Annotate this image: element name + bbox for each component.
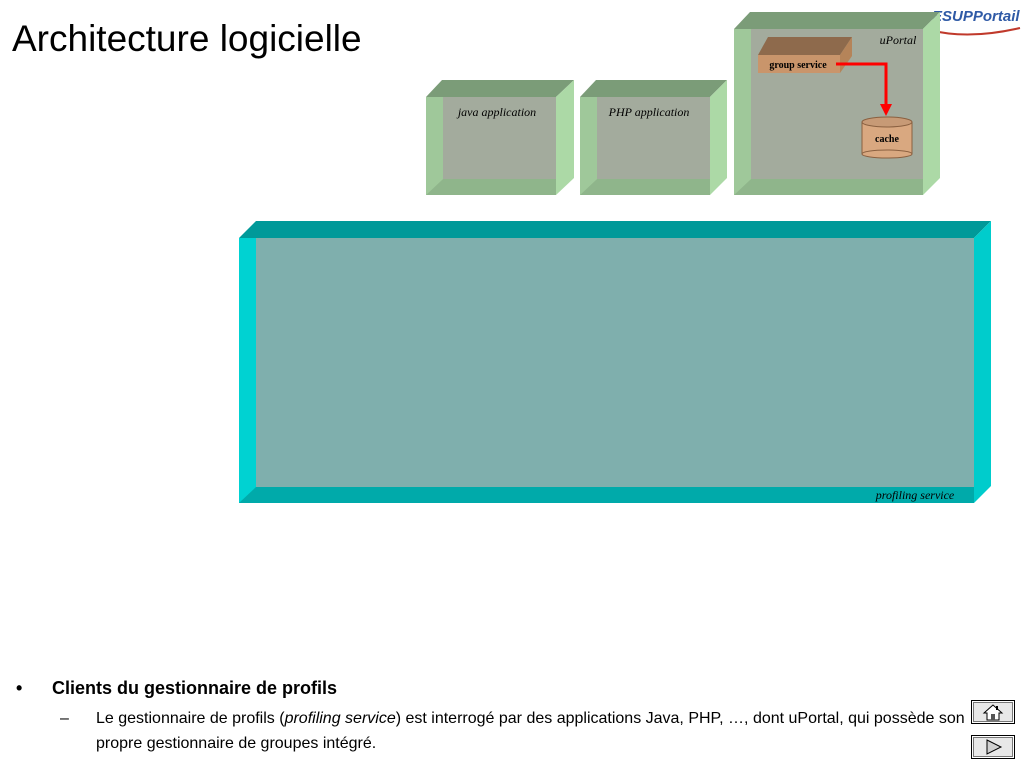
php-application-label: PHP application [608, 105, 690, 119]
home-button[interactable] [971, 700, 1015, 724]
home-button-face [973, 702, 1013, 722]
bullet-heading-text: Clients du gestionnaire de profils [52, 678, 338, 698]
slide-title: Architecture logicielle [12, 18, 362, 59]
play-next-icon [986, 739, 1003, 755]
next-slide-button[interactable] [971, 735, 1015, 759]
home-icon [982, 704, 1004, 721]
logo-text: ESUPPortail [932, 8, 1020, 25]
bullet-list: • Clients du gestionnaire de profils – L… [16, 676, 966, 756]
profiling-service-label: profiling service [875, 488, 955, 502]
sub-text-before: Le gestionnaire de profils ( [96, 710, 285, 727]
group-service-block: group service [758, 37, 852, 73]
profiling-service-box: profiling service [239, 221, 991, 503]
sub-text-after: ) est interrogé par des applications Jav… [96, 710, 965, 752]
java-application-box: java application [426, 80, 574, 195]
cache-label: cache [875, 134, 899, 145]
group-service-label: group service [769, 60, 827, 71]
java-application-label: java application [456, 105, 536, 119]
next-button-face [973, 737, 1013, 757]
group-to-cache-arrow [836, 62, 892, 116]
cache-cylinder: cache [861, 116, 913, 159]
logo-portail: Portail [972, 8, 1020, 25]
sub-text-italic: profiling service [284, 710, 396, 727]
logo-esup: ESUP [932, 8, 973, 25]
dash-mark: – [60, 710, 69, 727]
uportal-label: uPortal [880, 33, 917, 47]
bullet-heading: • Clients du gestionnaire de profils [16, 676, 966, 700]
php-application-box: PHP application [580, 80, 727, 195]
bullet-mark: • [16, 678, 23, 698]
bullet-subitem: – Le gestionnaire de profils (profiling … [16, 706, 966, 756]
